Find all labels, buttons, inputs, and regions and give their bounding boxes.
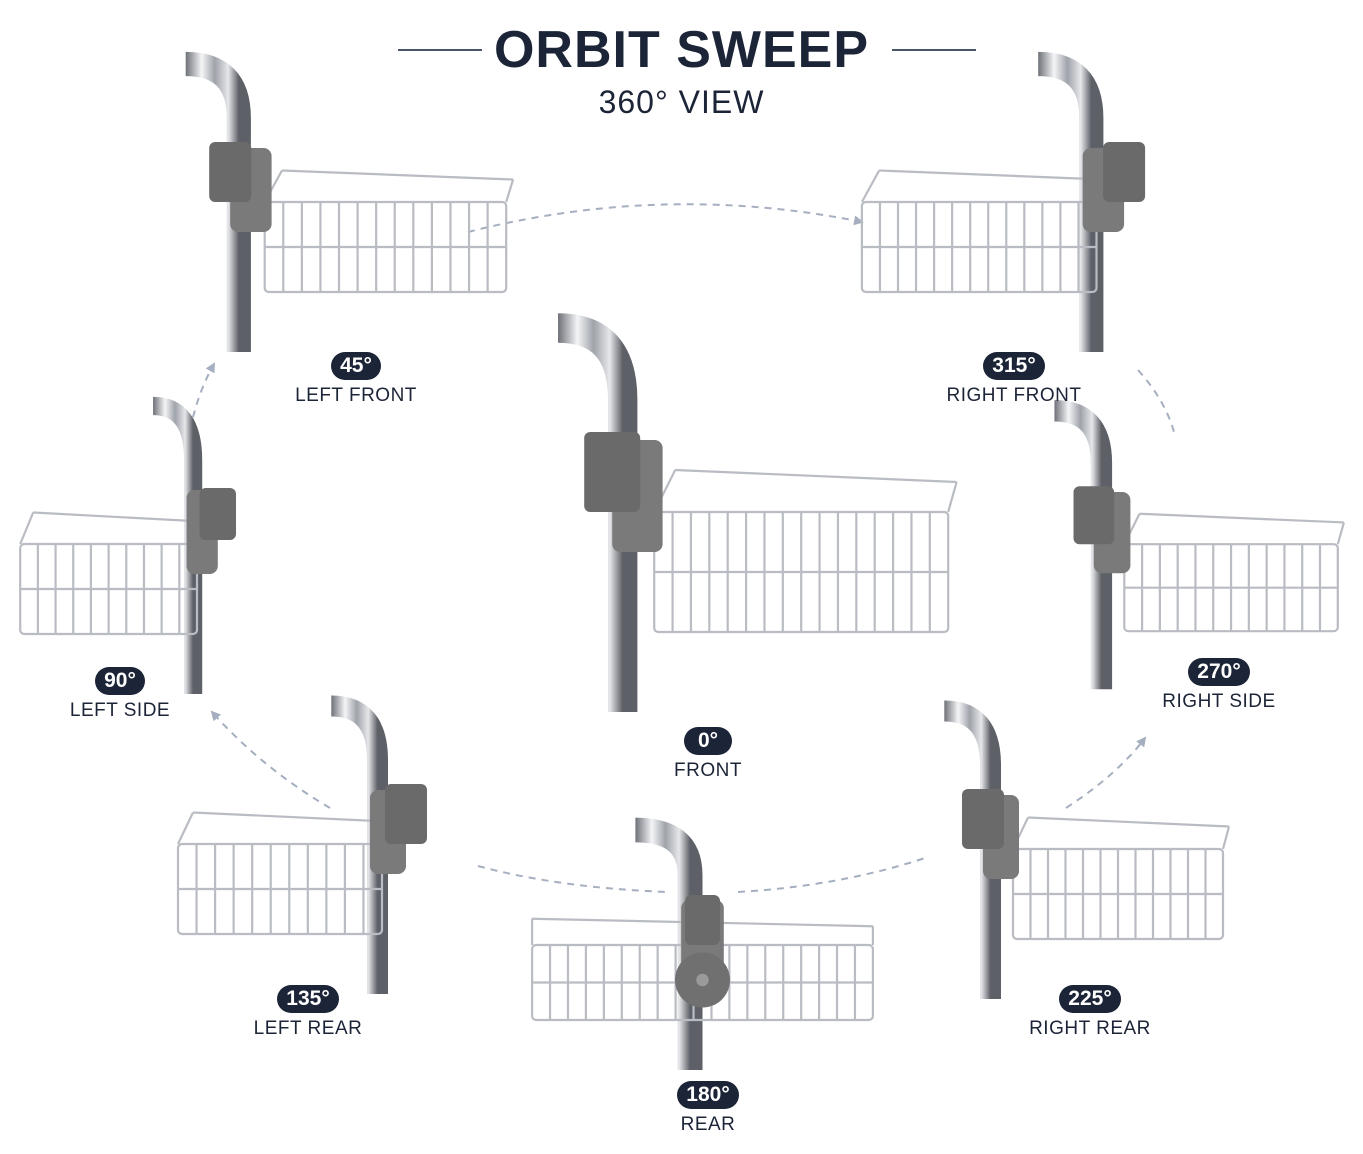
view-right-front (855, 51, 1200, 358)
angle-badge: 45° (331, 352, 381, 380)
view-rear (525, 817, 880, 1075)
orbit-arrow-lower-right (1065, 736, 1147, 809)
orbit-arrow-lower-left (210, 710, 331, 809)
view-label: LEFT SIDE (69, 700, 171, 721)
title-rule-right (892, 49, 976, 51)
basket-left-side-illustration (19, 396, 236, 694)
basket-right-side-illustration (1053, 400, 1345, 690)
basket-left-rear-illustration (176, 695, 427, 994)
caption-right-front: 315° RIGHT FRONT (904, 352, 1124, 407)
view-label: RIGHT REAR (1029, 1018, 1151, 1039)
title-rule-left (398, 49, 482, 51)
basket-rear-illustration (530, 817, 874, 1070)
angle-badge: 180° (677, 1081, 739, 1109)
caption-left-rear: 135° LEFT REAR (198, 985, 418, 1040)
view-right-side (1045, 400, 1350, 695)
view-label: RIGHT SIDE (1162, 691, 1276, 712)
caption-right-rear: 225° RIGHT REAR (980, 985, 1200, 1040)
basket-right-rear-illustration (943, 700, 1231, 999)
orbit-arrow-upper-right (1137, 369, 1175, 433)
caption-rear: 180° REAR (598, 1081, 818, 1136)
page-subtitle: 360° VIEW (598, 84, 765, 120)
view-label: REAR (680, 1114, 736, 1135)
view-left-side (15, 396, 275, 700)
basket-front-illustration (557, 313, 958, 712)
angle-badge: 0° (684, 727, 732, 755)
view-label: LEFT FRONT (295, 385, 417, 406)
caption-left-side: 90° LEFT SIDE (10, 667, 230, 722)
angle-badge: 135° (277, 985, 339, 1013)
orbit-arrow-top (467, 203, 864, 233)
angle-badge: 225° (1059, 985, 1121, 1013)
basket-right-front-illustration (860, 51, 1146, 352)
caption-front: 0° FRONT (598, 727, 818, 782)
angle-badge: 315° (983, 352, 1045, 380)
angle-badge: 270° (1188, 658, 1250, 686)
basket-left-front-illustration (185, 51, 515, 352)
caption-right-side: 270° RIGHT SIDE (1109, 658, 1329, 713)
angle-badge: 90° (95, 667, 145, 695)
view-left-rear (172, 695, 472, 1000)
view-front (545, 313, 965, 720)
view-right-rear (935, 700, 1235, 1005)
page-title: ORBIT SWEEP (493, 21, 870, 79)
caption-left-front: 45° LEFT FRONT (246, 352, 466, 407)
view-left-front (175, 51, 520, 358)
view-label: LEFT REAR (253, 1018, 363, 1039)
view-label: RIGHT FRONT (946, 385, 1082, 406)
view-label: FRONT (674, 760, 742, 781)
